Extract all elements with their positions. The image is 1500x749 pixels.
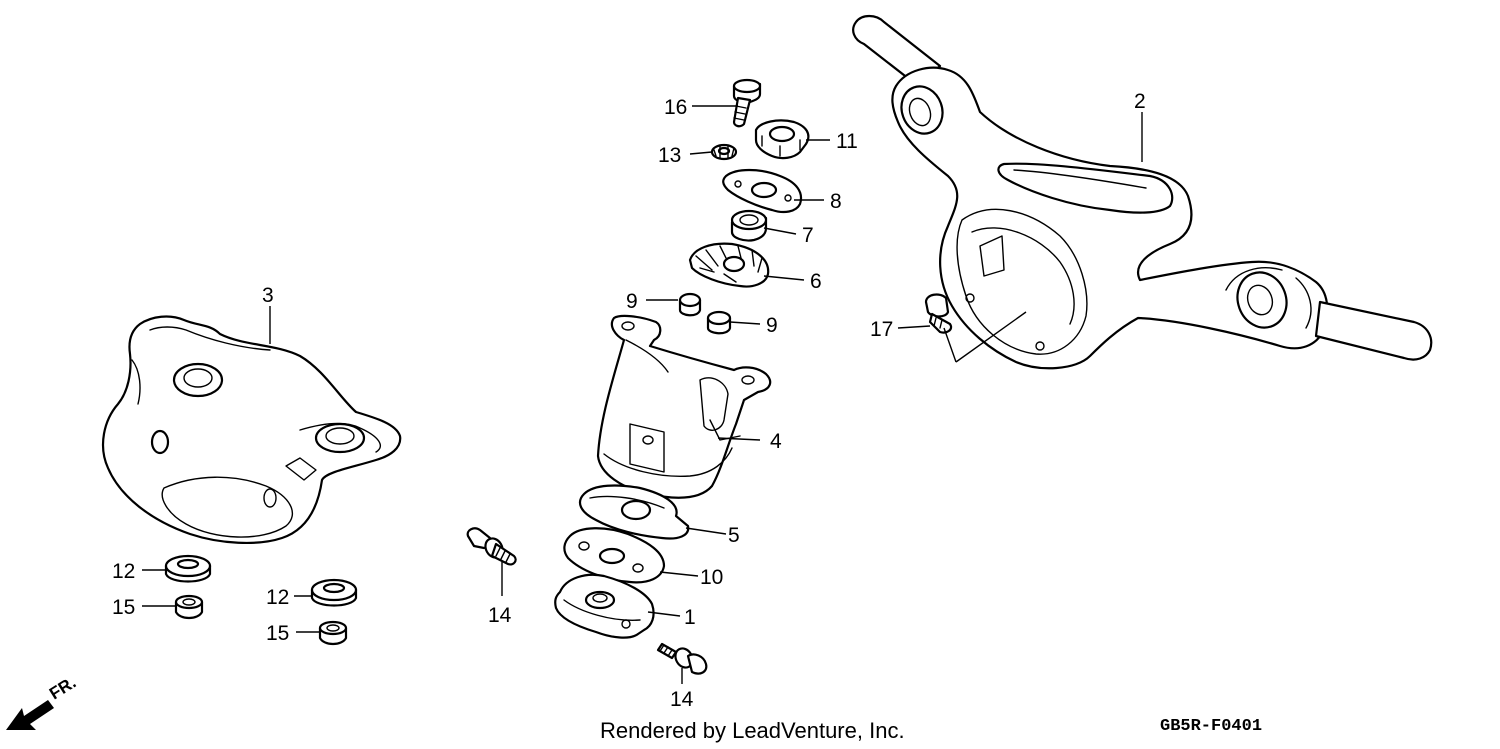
callout-1: 1 <box>684 606 696 629</box>
callout-7: 7 <box>802 224 814 247</box>
callout-16: 16 <box>664 96 687 119</box>
callout-15-right: 15 <box>266 622 289 645</box>
part-14-bolt-a[interactable] <box>466 527 517 566</box>
callout-17: 17 <box>870 318 893 341</box>
callout-12-right: 12 <box>266 586 289 609</box>
callout-12-left: 12 <box>112 560 135 583</box>
part-9-grommet-b[interactable] <box>706 310 732 335</box>
callout-9-right: 9 <box>766 314 778 337</box>
callout-9-left: 9 <box>626 290 638 313</box>
callout-8: 8 <box>830 190 842 213</box>
leader-lines <box>142 105 1143 684</box>
part-2-handle-cover[interactable] <box>852 14 1433 370</box>
callout-14-left: 14 <box>488 604 512 627</box>
callout-15-left: 15 <box>112 596 135 619</box>
part-1-base[interactable] <box>554 573 655 639</box>
part-8-plate[interactable] <box>722 168 803 214</box>
callout-4: 4 <box>770 430 782 453</box>
part-12-grommet-a[interactable] <box>164 554 212 583</box>
part-6-star-washer[interactable] <box>688 242 770 288</box>
part-5-washer[interactable] <box>578 484 690 540</box>
part-11-nut[interactable] <box>754 119 810 160</box>
callout-14-bottom: 14 <box>670 688 694 711</box>
part-13-lock-washer[interactable] <box>710 143 738 161</box>
callout-10: 10 <box>700 566 723 589</box>
part-9-grommet-a[interactable] <box>678 292 702 317</box>
part-3-lower-cover[interactable] <box>101 315 402 545</box>
callout-13: 13 <box>658 144 681 167</box>
callout-5: 5 <box>728 524 740 547</box>
callout-6: 6 <box>810 270 822 293</box>
part-15-collar-a[interactable] <box>174 594 204 620</box>
render-credit: Rendered by LeadVenture, Inc. <box>600 718 905 743</box>
diagram-code: GB5R-F0401 <box>1160 717 1262 736</box>
part-17-screw[interactable] <box>924 293 953 334</box>
part-7-collar[interactable] <box>730 209 768 242</box>
part-4-bracket[interactable] <box>596 314 772 499</box>
part-14-bolt-b[interactable] <box>656 642 708 675</box>
callout-2: 2 <box>1134 90 1146 113</box>
front-label: FR. <box>46 673 79 704</box>
front-direction-arrow: FR. <box>6 673 79 730</box>
callout-labels: 2 3 16 13 11 8 7 6 9 9 17 4 5 10 1 12 15… <box>112 90 1146 711</box>
callout-3: 3 <box>262 284 274 307</box>
part-15-collar-b[interactable] <box>318 620 348 646</box>
part-16-bolt[interactable] <box>732 78 762 128</box>
callout-11: 11 <box>836 130 858 153</box>
part-10-plate[interactable] <box>563 527 666 584</box>
part-12-grommet-b[interactable] <box>310 578 358 607</box>
